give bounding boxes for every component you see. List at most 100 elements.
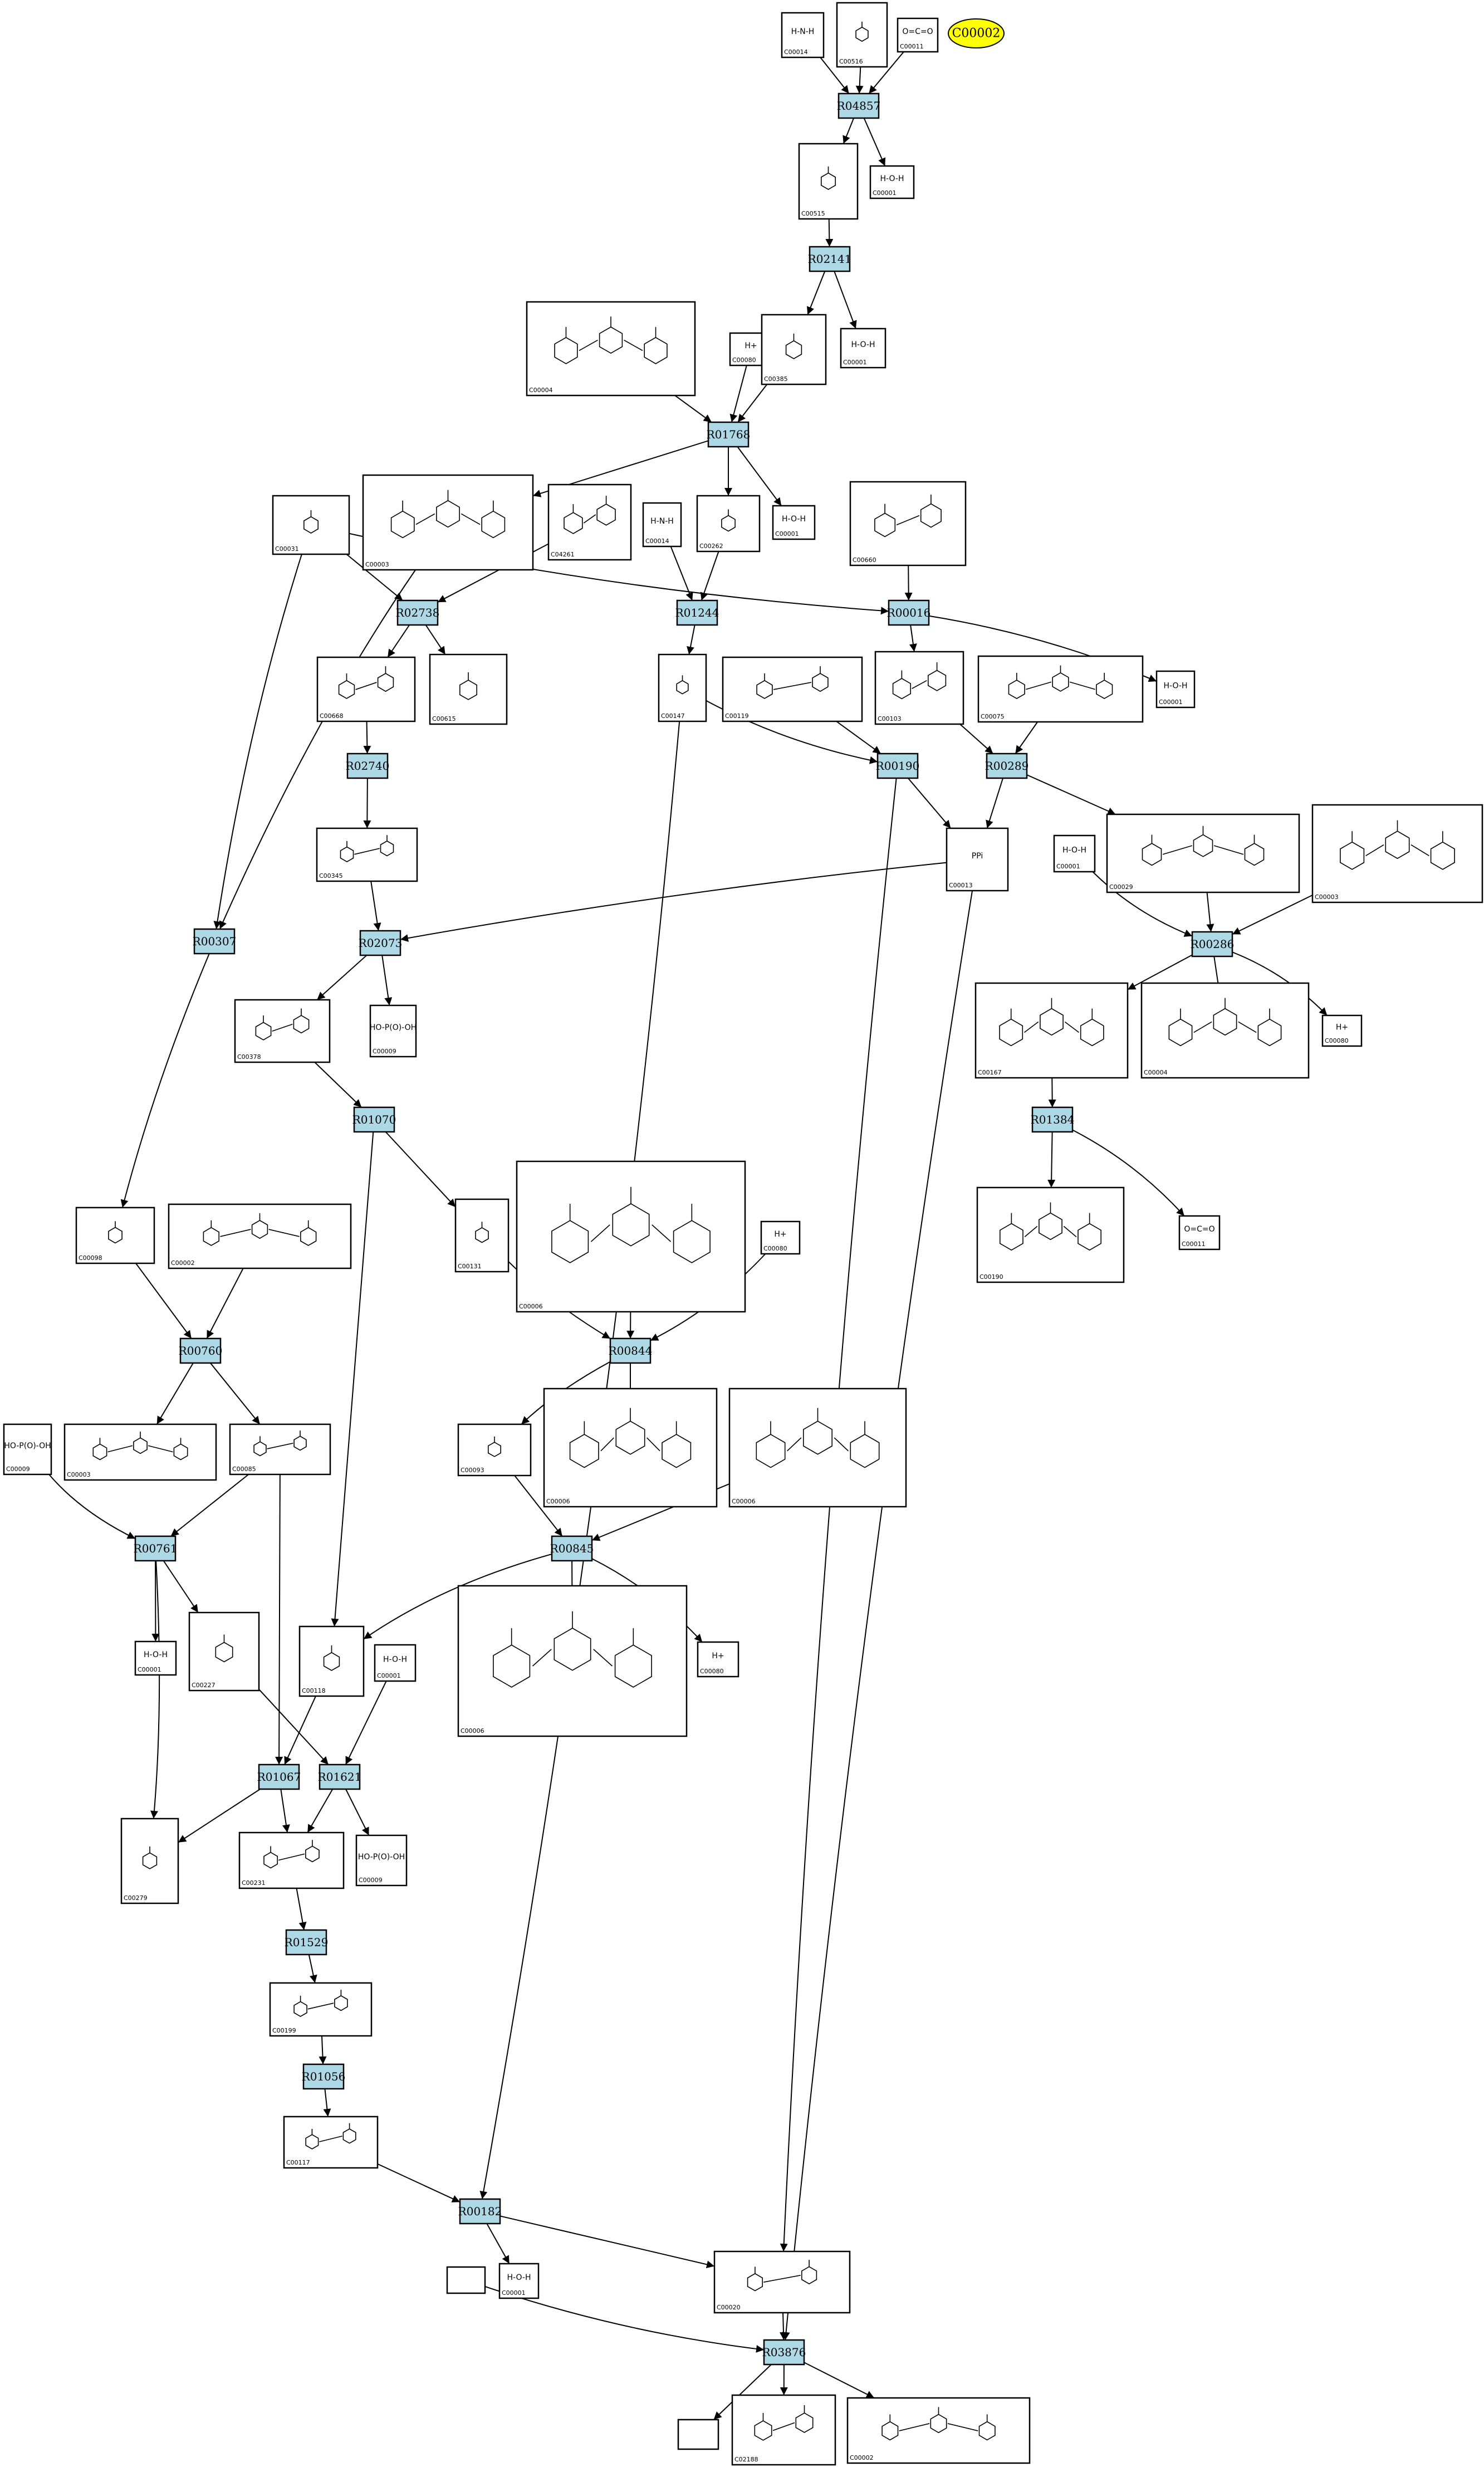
compound-c00006[interactable]: C00006 — [516, 1160, 746, 1313]
compound-c00098[interactable]: C00098 — [75, 1206, 155, 1264]
compound-c00262[interactable]: C00262 — [696, 495, 761, 553]
compound-c00085[interactable]: C00085 — [229, 1423, 331, 1476]
reaction-r01384[interactable]: R01384 — [1031, 1106, 1075, 1133]
compound-c00080[interactable]: H+C00080 — [697, 1641, 739, 1678]
compound-c00004[interactable]: C00004 — [526, 301, 696, 397]
reaction-r02740[interactable]: R02740 — [346, 753, 390, 779]
compound-c00131[interactable]: C00131 — [454, 1198, 510, 1273]
compound-c00378[interactable]: C00378 — [234, 999, 331, 1063]
compound-c00075[interactable]: C00075 — [977, 655, 1144, 723]
reaction-r00190[interactable]: R00190 — [876, 753, 920, 779]
compound-c00167[interactable]: C00167 — [974, 982, 1129, 1079]
compound-c00279[interactable]: C00279 — [120, 1818, 179, 1904]
compound-c00031[interactable]: C00031 — [272, 495, 350, 555]
compound-c00003[interactable]: C00003 — [63, 1423, 217, 1481]
reaction-r03876[interactable]: R03876 — [762, 2339, 806, 2366]
compound-c00615[interactable]: C00615 — [429, 653, 508, 725]
compound-c00385[interactable]: C00385 — [761, 314, 827, 385]
molecule-ring — [390, 510, 415, 539]
compound-c00006[interactable]: C00006 — [728, 1388, 907, 1508]
compound-c00231[interactable]: C00231 — [238, 1831, 345, 1889]
compound-c00119[interactable]: C00119 — [722, 656, 863, 722]
compound-c00668[interactable]: C00668 — [316, 656, 416, 722]
reaction-r01768[interactable]: R01768 — [707, 421, 751, 448]
compound-c00003[interactable]: C00003 — [362, 474, 534, 571]
reaction-r02073[interactable]: R02073 — [359, 930, 403, 956]
reaction-r00844[interactable]: R00844 — [609, 1337, 653, 1364]
compound-c00093[interactable]: C00093 — [457, 1423, 532, 1477]
reaction-r00307[interactable]: R00307 — [193, 928, 237, 955]
reaction-r00845[interactable]: R00845 — [550, 1535, 594, 1562]
compound-c00515[interactable]: C00515 — [798, 143, 859, 220]
compound-c00118[interactable]: C00118 — [298, 1625, 365, 1697]
reaction-label: R00190 — [876, 759, 920, 773]
compound-c00004[interactable]: C00004 — [1140, 982, 1310, 1079]
reaction-r01070[interactable]: R01070 — [352, 1106, 396, 1133]
reaction-r01621[interactable]: R01621 — [318, 1763, 362, 1790]
compound-c04261[interactable]: C04261 — [547, 483, 632, 561]
compound-formula: H-O-H — [782, 515, 806, 524]
compound-c00003[interactable]: C00003 — [1311, 804, 1483, 903]
compound-c00002[interactable]: C00002 — [846, 2397, 1031, 2464]
compound-c00002[interactable]: C00002 — [168, 1203, 352, 1269]
edge-arrow — [275, 1474, 283, 1765]
reaction-r01067[interactable]: R01067 — [257, 1763, 301, 1790]
reaction-r00760[interactable]: R00760 — [179, 1337, 223, 1364]
compound-c00006[interactable]: C00006 — [543, 1388, 718, 1508]
compound-c00006[interactable]: C00006 — [457, 1585, 688, 1737]
compound-c00516[interactable]: C00516 — [836, 2, 888, 68]
compound-unlabeled[interactable] — [446, 2266, 486, 2294]
edge-arrow — [425, 624, 446, 655]
edge-arrow — [729, 365, 747, 423]
molecule-ring — [255, 1022, 272, 1040]
edge-arrow — [1015, 721, 1039, 754]
reaction-r00761[interactable]: R00761 — [134, 1535, 178, 1562]
compound-unlabeled[interactable] — [677, 2419, 719, 2450]
compound-c00227[interactable]: C00227 — [188, 1611, 260, 1692]
compound-c00020[interactable]: C00020 — [713, 2250, 851, 2314]
compound-c00080[interactable]: H+C00080 — [760, 1220, 801, 1255]
molecule-ring — [459, 680, 477, 700]
compound-id: C00385 — [764, 375, 788, 383]
compound-c00190[interactable]: C00190 — [976, 1186, 1125, 1283]
reaction-r04857[interactable]: R04857 — [837, 92, 881, 119]
molecule-ring — [475, 1227, 489, 1243]
reaction-r01056[interactable]: R01056 — [302, 2063, 346, 2090]
compound-c00199[interactable]: C00199 — [269, 1982, 373, 2037]
compound-c02188[interactable]: C02188 — [731, 2394, 836, 2466]
reaction-label: R00182 — [458, 2205, 502, 2218]
reaction-r02141[interactable]: R02141 — [808, 246, 852, 272]
compound-c00080[interactable]: H+C00080 — [1321, 1014, 1363, 1047]
compound-c00147[interactable]: C00147 — [658, 653, 707, 722]
reaction-label: R02738 — [396, 606, 440, 619]
compound-c00660[interactable]: C00660 — [849, 481, 967, 566]
reaction-r00182[interactable]: R00182 — [458, 2198, 502, 2225]
reaction-r00016[interactable]: R00016 — [887, 599, 931, 626]
reaction-r00286[interactable]: R00286 — [1191, 931, 1235, 958]
reaction-r00289[interactable]: R00289 — [985, 753, 1029, 779]
reaction-r01244[interactable]: R01244 — [675, 599, 719, 626]
compound-c00345[interactable]: C00345 — [316, 827, 418, 882]
molecule-bond — [899, 2423, 930, 2431]
reaction-r02738[interactable]: R02738 — [396, 599, 440, 626]
reaction-r01529[interactable]: R01529 — [285, 1929, 329, 1956]
compound-c00117[interactable]: C00117 — [283, 2116, 379, 2169]
compound-c00029[interactable]: C00029 — [1106, 813, 1300, 893]
compound-c00103[interactable]: C00103 — [874, 651, 964, 725]
